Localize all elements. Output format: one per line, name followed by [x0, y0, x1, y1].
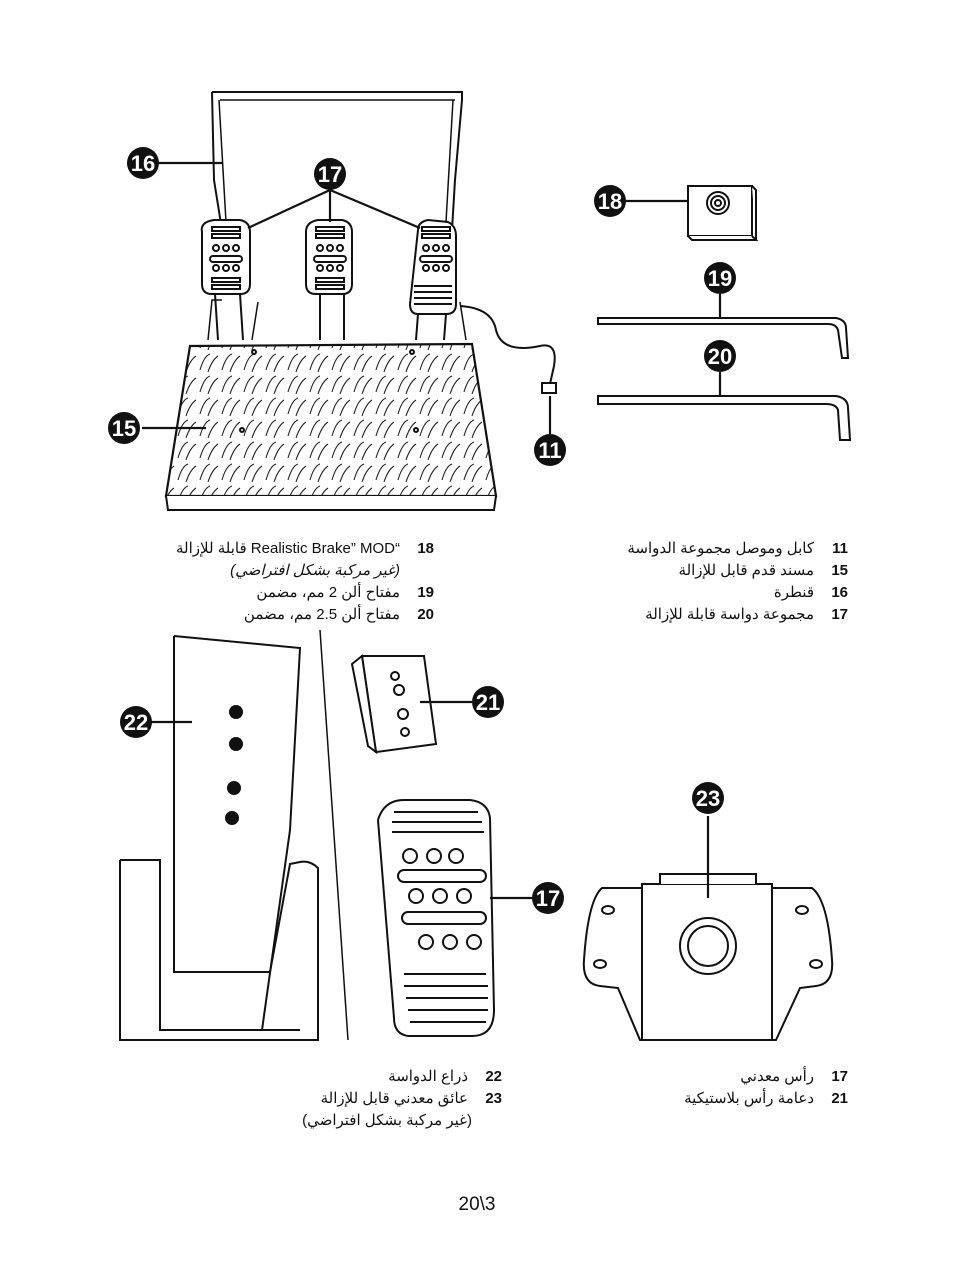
callout-15: 15: [108, 412, 140, 444]
pedal-arm-drawing: [119, 629, 349, 1041]
callout-21: 21: [472, 686, 504, 718]
svg-text:20: 20: [708, 344, 732, 369]
callout-22: 22: [120, 706, 152, 738]
callout-20: 20: [704, 340, 736, 372]
callout-11: 11: [534, 434, 566, 466]
callout-23: 23: [692, 782, 724, 814]
callout-17-top: 17: [314, 158, 346, 190]
svg-text:17: 17: [318, 162, 342, 187]
pedal-set-drawing: [164, 91, 557, 511]
metal-stopper-drawing: [582, 873, 834, 1041]
legend-note: (غير مركبة بشكل افتراضي): [230, 562, 400, 579]
plastic-support-drawing: [350, 654, 438, 755]
allen-key-2mm-drawing: [597, 317, 850, 359]
footrest-drawing: [164, 342, 498, 511]
page-number: 20\3: [458, 1194, 496, 1215]
svg-text:19: 19: [708, 266, 732, 291]
pedal-right-drawing: [408, 218, 457, 341]
svg-text:16: 16: [131, 151, 155, 176]
svg-text:15: 15: [112, 416, 136, 441]
callout-16: 16: [127, 147, 159, 179]
allen-key-2-5mm-drawing: [597, 395, 852, 441]
pedal-left-drawing: [200, 219, 251, 341]
callout-19: 19: [704, 262, 736, 294]
legend-note: (غير مركبة بشكل افتراضي): [302, 1112, 472, 1129]
brake-mod-drawing: [687, 185, 759, 241]
svg-text:11: 11: [538, 438, 561, 463]
callout-18: 18: [594, 185, 626, 217]
pedal-middle-drawing: [305, 219, 353, 340]
callout-17-bottom: 17: [532, 882, 564, 914]
svg-text:17: 17: [536, 886, 560, 911]
metal-head-drawing: [376, 799, 496, 1037]
svg-text:22: 22: [124, 710, 148, 735]
svg-text:18: 18: [598, 189, 622, 214]
svg-text:23: 23: [696, 786, 720, 811]
callout-lines-top: [142, 161, 722, 434]
callout-lines-bottom: [150, 700, 710, 900]
legend-left-top: 18“Realistic Brake” MOD قابلة للإزالة (غ…: [176, 538, 434, 626]
legend-item: 18“Realistic Brake” MOD قابلة للإزالة: [175, 540, 434, 557]
svg-text:21: 21: [476, 690, 500, 715]
